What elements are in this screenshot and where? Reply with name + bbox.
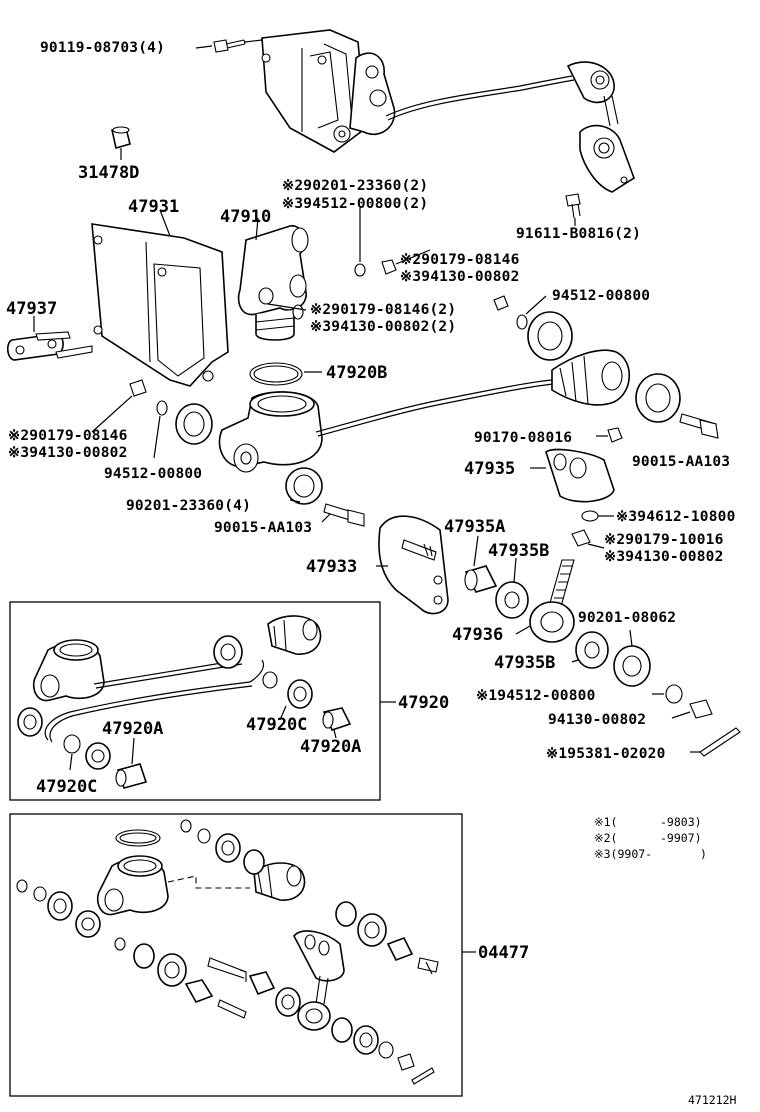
label-04477: 04477 bbox=[478, 943, 529, 963]
label-90201-23360-2: ※290201-23360(2) bbox=[282, 178, 428, 194]
label-47920C-b: 47920C bbox=[36, 777, 97, 797]
nut-90179-10016 bbox=[571, 529, 605, 549]
note-1-range: -9803) bbox=[660, 815, 702, 829]
arm-47933 bbox=[376, 515, 449, 615]
label-90015-AA103-a: 90015-AA103 bbox=[632, 454, 730, 470]
note-1-mark: ※1( bbox=[594, 815, 617, 829]
bracket-47935 bbox=[530, 448, 615, 503]
washer-47935B-upper bbox=[495, 557, 529, 619]
washer-47935B-lower bbox=[571, 631, 609, 669]
label-95381-02020: ※195381-02020 bbox=[546, 746, 666, 762]
label-90179-08146-b: ※290179-08146(2) bbox=[310, 302, 456, 318]
label-94130-00802-e: 94130-00802 bbox=[548, 712, 646, 728]
label-47935A: 47935A bbox=[444, 517, 505, 537]
cotter-pin-95381 bbox=[690, 727, 741, 757]
label-90015-AA103-b: 90015-AA103 bbox=[214, 520, 312, 536]
label-47935B-b: 47935B bbox=[494, 653, 555, 673]
bushing-47935A bbox=[464, 535, 498, 593]
label-47920C-a: 47920C bbox=[246, 715, 307, 735]
bolt-90119 bbox=[213, 39, 263, 53]
label-90201-23360-4: 90201-23360(4) bbox=[126, 498, 251, 514]
label-94130-00802-b: ※394130-00802(2) bbox=[310, 319, 456, 335]
label-47937: 47937 bbox=[6, 299, 57, 319]
figure-id: 471212H bbox=[688, 1093, 737, 1107]
label-94512-00800-2: ※394512-00800(2) bbox=[282, 196, 428, 212]
part-labels: 90119-08703(4) 31478D 47931 47910 ※29020… bbox=[6, 40, 736, 963]
bolt-91611 bbox=[565, 193, 581, 226]
label-47931: 47931 bbox=[128, 197, 179, 217]
label-47910: 47910 bbox=[220, 207, 271, 227]
label-94130-00802-a: ※394130-00802 bbox=[400, 269, 520, 285]
footnotes: ※1( -9803) ※2( -9907) ※3(9907- ) bbox=[594, 815, 707, 861]
top-sensor-assembly bbox=[261, 29, 635, 193]
label-90170-08016: 90170-08016 bbox=[474, 430, 572, 446]
label-47936: 47936 bbox=[452, 625, 503, 645]
label-47933: 47933 bbox=[306, 557, 357, 577]
kit-04477-box bbox=[9, 813, 476, 1097]
washer-94612 bbox=[581, 510, 614, 522]
label-94512-00800-b: 94512-00800 bbox=[552, 288, 650, 304]
washer-nut-group bbox=[292, 208, 547, 330]
leader-lines bbox=[195, 45, 431, 523]
label-47920A-a: 47920A bbox=[102, 719, 163, 739]
washer-94512-lower bbox=[652, 684, 683, 704]
label-91611-B0816: 91611-B0816(2) bbox=[516, 226, 641, 242]
label-47920: 47920 bbox=[398, 693, 449, 713]
label-90179-10016: ※290179-10016 bbox=[604, 532, 724, 548]
note-2-range: -9907) bbox=[660, 831, 702, 845]
valve-47910 bbox=[237, 217, 309, 341]
snap-ring-47920B bbox=[249, 362, 322, 386]
nut-94130-lower bbox=[671, 699, 713, 719]
label-94130-00802-d: ※394130-00802 bbox=[604, 549, 724, 565]
height-sensor-47920 bbox=[175, 379, 555, 505]
note-3-close: ) bbox=[700, 847, 707, 861]
boot-right bbox=[527, 311, 681, 423]
label-94612-10800: ※394612-10800 bbox=[616, 509, 736, 525]
nut-90170 bbox=[596, 427, 623, 443]
note-2-mark: ※2( bbox=[594, 831, 617, 845]
label-90119-08703: 90119-08703(4) bbox=[40, 40, 165, 56]
bolt-90015-lower bbox=[323, 503, 365, 527]
label-47920A-b: 47920A bbox=[300, 737, 361, 757]
grommet-31478D bbox=[111, 126, 131, 160]
label-94130-00802-c: ※394130-00802 bbox=[8, 445, 128, 461]
note-3-mark: ※3(9907- bbox=[594, 847, 652, 861]
label-31478D: 31478D bbox=[78, 163, 139, 183]
kit-47920-box bbox=[9, 601, 396, 801]
link-47936 bbox=[515, 559, 575, 643]
washer-group-left bbox=[91, 379, 168, 459]
label-94512-00800-1: ※194512-00800 bbox=[476, 688, 596, 704]
label-94512-00800-c: 94512-00800 bbox=[104, 466, 202, 482]
bolt-90015-right bbox=[679, 413, 719, 439]
bracket-47931 bbox=[91, 209, 229, 387]
label-90179-08146-a: ※290179-08146 bbox=[400, 252, 520, 268]
washer-90201-08062 bbox=[613, 629, 651, 687]
label-47935: 47935 bbox=[464, 459, 515, 479]
label-47920B: 47920B bbox=[326, 363, 387, 383]
label-47935B-a: 47935B bbox=[488, 541, 549, 561]
label-90201-08062: 90201-08062 bbox=[578, 610, 676, 626]
link-47937 bbox=[6, 316, 93, 361]
label-90179-08146-c: ※290179-08146 bbox=[8, 428, 128, 444]
